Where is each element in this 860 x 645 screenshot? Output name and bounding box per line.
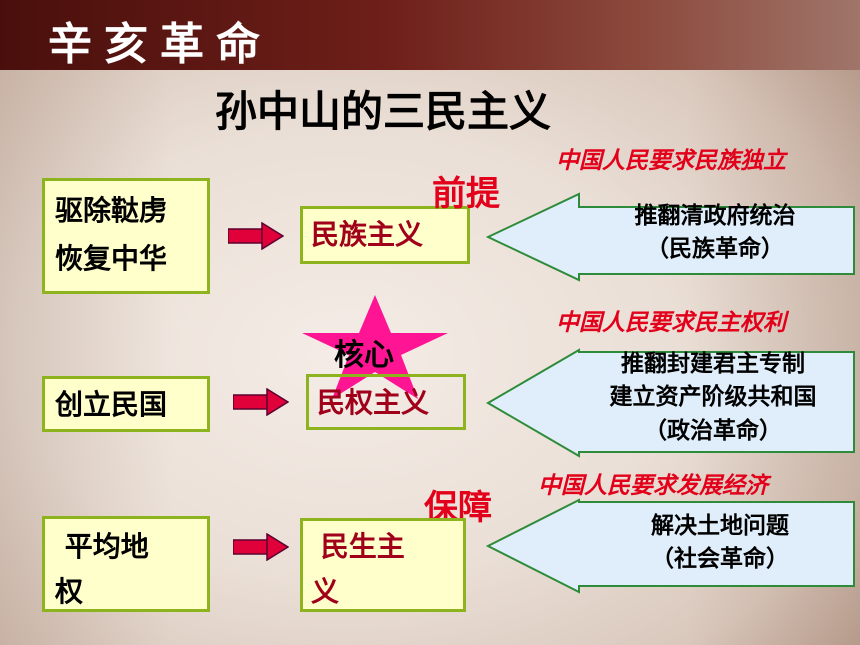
callout-line: 推翻清政府统治: [634, 203, 796, 229]
callout-line: （政治革命）: [644, 417, 782, 444]
left-arrow-callout-1: [486, 192, 855, 282]
slogan-line: 平均地: [55, 530, 149, 563]
slogan-box-1: 驱除鞑虏 恢复中华: [42, 178, 210, 294]
callout-line: 建立资产阶级共和国: [609, 384, 817, 411]
role-label-1: 前提: [432, 174, 500, 214]
slogan-line: 恢复中华: [55, 241, 168, 275]
doctrine-box-2: 民权主义: [306, 374, 466, 430]
demand-note-1: 中国人民要求民族独立: [556, 148, 786, 174]
callout-text-1: 推翻清政府统治 （民族革命）: [590, 200, 840, 267]
left-arrow-callout-3: [486, 498, 855, 594]
demand-note-2: 中国人民要求民主权利: [556, 310, 786, 336]
slogan-line: 驱除鞑虏: [55, 194, 168, 227]
right-arrow-icon: [233, 388, 289, 416]
doctrine-label: 民生主: [311, 530, 405, 563]
callout-line: 推翻封建君主专制: [621, 351, 805, 377]
star-icon: [302, 295, 448, 399]
slogan-box-2: 创立民国: [42, 376, 210, 432]
header-bar: 辛亥革命: [0, 0, 860, 70]
slogan-line: 权: [55, 574, 84, 608]
doctrine-label: 民权主义: [317, 386, 430, 419]
callout-line: （民族革命）: [646, 236, 784, 263]
left-arrow-callout-2: [486, 348, 855, 458]
right-arrow-icon: [228, 222, 284, 250]
callout-text-3: 解决土地问题 （社会革命）: [600, 510, 840, 577]
slogan-box-3: 平均地 权: [42, 516, 210, 612]
doctrine-label: 民族主义: [311, 218, 424, 251]
main-title: 孙中山的三民主义: [215, 87, 552, 136]
demand-note-3: 中国人民要求发展经济: [538, 473, 768, 499]
doctrine-box-1: 民族主义: [300, 206, 470, 264]
callout-line: 解决土地问题: [651, 513, 789, 539]
slogan-line: 创立民国: [55, 388, 168, 421]
role-label-2: 核心: [334, 338, 394, 373]
doctrine-box-3: 民生主 义: [300, 518, 466, 612]
doctrine-label: 义: [311, 574, 340, 608]
right-arrow-icon: [233, 533, 289, 561]
header-title: 辛亥革命: [48, 19, 272, 70]
callout-text-2: 推翻封建君主专制 建立资产阶级共和国 （政治革命）: [578, 348, 848, 448]
callout-line: （社会革命）: [651, 546, 789, 573]
